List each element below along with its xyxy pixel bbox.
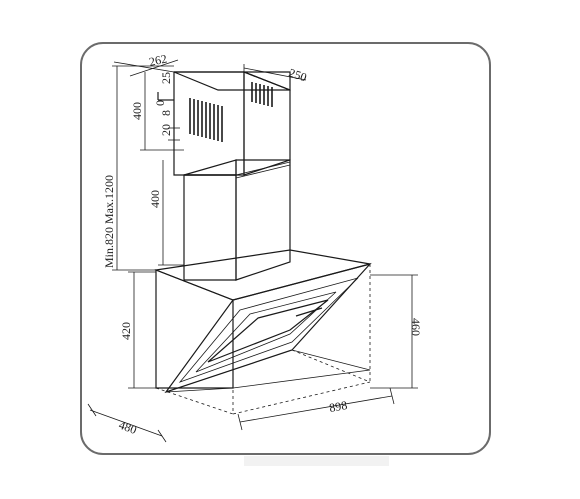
dim-262: 262	[148, 51, 169, 68]
dim-898: 898	[328, 398, 348, 415]
drawing-border	[80, 42, 491, 455]
dimension-lines	[87, 59, 418, 443]
vent-slots-left	[189, 98, 223, 142]
vent-slots-right	[251, 82, 273, 107]
dim-min-max: Min.820 Max.1200	[102, 175, 116, 268]
dim-420: 420	[119, 322, 133, 340]
dim-460: 460	[409, 318, 423, 336]
dim-8: 8	[159, 110, 173, 116]
dim-480: 480	[117, 418, 139, 437]
dim-0: 0	[153, 100, 167, 106]
chimney-lower	[183, 159, 291, 281]
dashed-bounds	[155, 264, 371, 415]
dim-upper-400: 400	[130, 102, 144, 120]
frame-shadow	[244, 456, 389, 466]
dim-20: 20	[159, 124, 173, 136]
dim-25: 25	[159, 72, 173, 84]
dim-250: 250	[287, 66, 308, 85]
dim-lower-400: 400	[148, 190, 162, 208]
